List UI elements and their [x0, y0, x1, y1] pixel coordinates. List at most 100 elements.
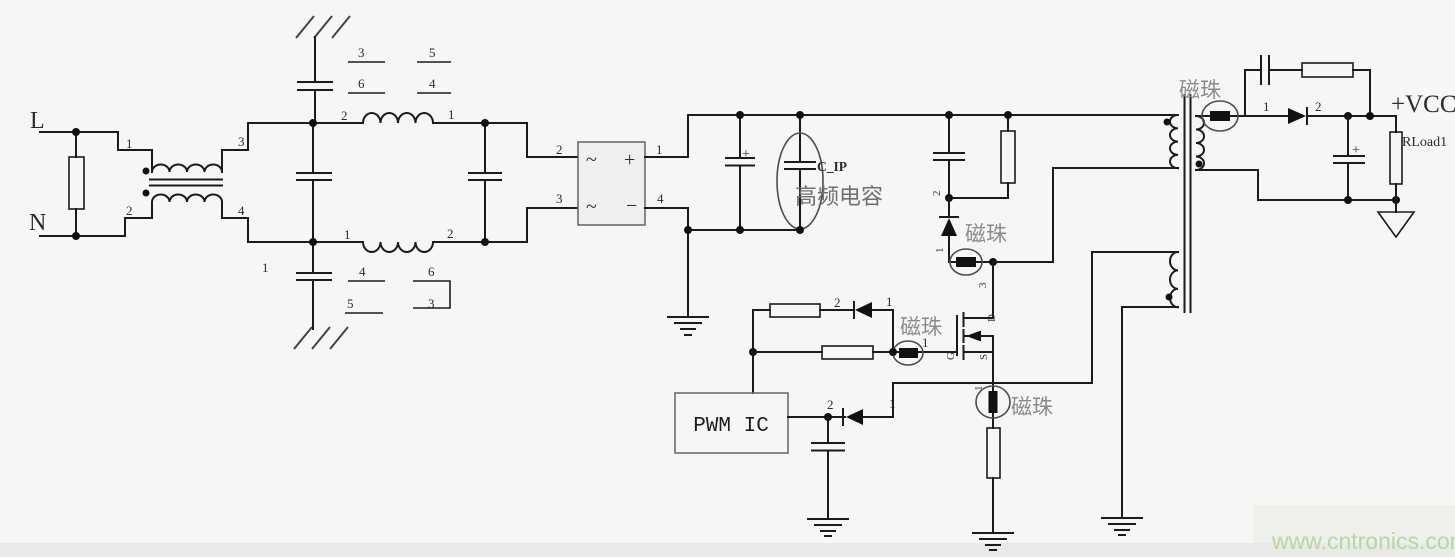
- gate-speedup-diode: [855, 302, 872, 318]
- junction-dot: [736, 226, 744, 234]
- top-rail-to-bridge: [432, 122, 579, 158]
- bottom-rail-to-bridge: [432, 207, 579, 243]
- output-rectifier-diode: [1288, 108, 1306, 124]
- x-capacitor-2: [468, 122, 502, 243]
- cip-refdes: C_IP: [817, 159, 847, 174]
- bulk-cap-plus: +: [742, 147, 750, 162]
- bulk-cap-body: [725, 114, 755, 231]
- primary-winding: [1169, 113, 1180, 170]
- gate-speedup-path: [752, 301, 894, 353]
- mosfet: D G S: [945, 312, 998, 386]
- clamp-diode: [941, 218, 957, 236]
- signal-ground-icon: [1376, 211, 1416, 239]
- inductor2-pin1: 1: [344, 227, 351, 242]
- load-resistor: [1389, 131, 1403, 185]
- filter-pin-6: 6: [358, 76, 365, 91]
- load-resistor-label: RLoad1: [1402, 135, 1447, 150]
- filter-pin-3: 3: [358, 45, 365, 60]
- bridge-plus-symbol: +: [624, 149, 635, 171]
- sense-resistor: [986, 427, 1001, 479]
- inductor1-pin1: 1: [448, 107, 455, 122]
- gate-bead-pin1: 1: [922, 335, 929, 350]
- source-bead-pin1: 1: [973, 386, 985, 392]
- x-capacitor-1: [296, 122, 332, 243]
- ac-input-section: L N: [29, 108, 153, 240]
- snubber-cap-wires: [1244, 55, 1371, 117]
- junction-dot: [481, 238, 489, 246]
- bridge-minus-symbol: −: [626, 195, 637, 217]
- choke-core: [149, 178, 223, 187]
- secondary-winding: [1194, 114, 1205, 172]
- gate-drive-network: 2 1 1 磁珠: [749, 294, 958, 394]
- line-wire: [39, 131, 153, 173]
- bead-highlight-circle: [949, 248, 983, 276]
- vcc-output-label: +VCC: [1391, 91, 1455, 118]
- junction-dot: [72, 232, 80, 240]
- choke-pin1: 1: [126, 136, 133, 151]
- filter-bot-pin4: 4: [359, 264, 366, 279]
- ferrite-bead: [899, 348, 918, 358]
- cip-annotation: 高频电容: [795, 184, 883, 209]
- junction-dot: [945, 111, 953, 119]
- junction-dot: [1344, 196, 1352, 204]
- mosfet-substrate-arrow: [966, 330, 981, 342]
- earth-ground-icon: [972, 532, 1014, 551]
- neutral-wire: [39, 201, 153, 237]
- junction-dot: [796, 226, 804, 234]
- rcd-clamp-network: 2 1 磁珠: [931, 111, 1016, 276]
- bridge-ac-symbol: ~: [586, 149, 597, 171]
- ferrite-bead: [1210, 111, 1230, 121]
- mosfet-drain-wire: [962, 261, 994, 319]
- bulk-electrolytic-capacitor: +: [725, 114, 755, 231]
- inductor2-pin2: 2: [447, 226, 454, 241]
- load-resistor-group: [1376, 115, 1416, 239]
- mosfet-drain-label: D: [986, 314, 998, 322]
- bead-highlight-circle: [975, 385, 1011, 419]
- vcc-capacitor: [811, 416, 845, 520]
- chassis-ground-icon: [293, 326, 349, 350]
- filter-bot-pin3: 3: [428, 296, 435, 311]
- polarity-dot: [1165, 293, 1173, 301]
- polarity-dot: [1163, 118, 1171, 126]
- filter-bot-pin5: 5: [347, 296, 354, 311]
- junction-dot: [309, 238, 317, 246]
- watermark-background: [1253, 505, 1455, 543]
- filter-pin-5: 5: [429, 45, 436, 60]
- bridge-negative-output: [644, 207, 689, 318]
- bridge-body: [577, 141, 646, 226]
- choke-pin3-wire: [221, 122, 249, 173]
- output-diode-pin2: 2: [1315, 99, 1322, 114]
- clamp-pin1: 1: [934, 248, 946, 254]
- bead-annotation: 磁珠: [900, 315, 942, 339]
- junction-dot: [889, 348, 897, 356]
- flyback-transformer: [1101, 94, 1205, 536]
- primary-switch-section: 3 D G S 1 磁珠: [945, 167, 1179, 551]
- vcc-diode-pin2: 2: [827, 397, 834, 412]
- bead-highlight-circle: [1201, 100, 1239, 132]
- neutral-label: N: [29, 210, 46, 236]
- bridge-pin2: 2: [556, 142, 563, 157]
- clamp-pin2: 2: [931, 191, 943, 197]
- bottom-strip: [0, 543, 1455, 557]
- gate-resistor-2: [821, 345, 874, 360]
- y-capacitor-top-body: [297, 36, 333, 124]
- choke-pin3: 3: [238, 134, 245, 149]
- ferrite-bead: [956, 257, 976, 267]
- dc-bus-section: + C_IP 高频电容: [687, 111, 1179, 234]
- output-cap-body: [1333, 115, 1365, 201]
- filter-bot-pin6: 6: [428, 264, 435, 279]
- drain-pin3: 3: [977, 282, 989, 288]
- output-snubber: [1244, 55, 1371, 117]
- gate-diode-pin2: 2: [834, 295, 841, 310]
- bridge-pin1: 1: [656, 142, 663, 157]
- choke-winding-bottom: [150, 193, 224, 204]
- junction-dot: [736, 111, 744, 119]
- chassis-ground-icon: [295, 15, 351, 39]
- filter-inductor-bottom: [361, 240, 435, 253]
- gate-diode-pin1: 1: [886, 294, 893, 309]
- line-label: L: [30, 108, 45, 134]
- transformer-core: [1183, 94, 1192, 313]
- aux-return-wire: [1121, 306, 1179, 519]
- y-capacitor-bottom: [293, 241, 349, 350]
